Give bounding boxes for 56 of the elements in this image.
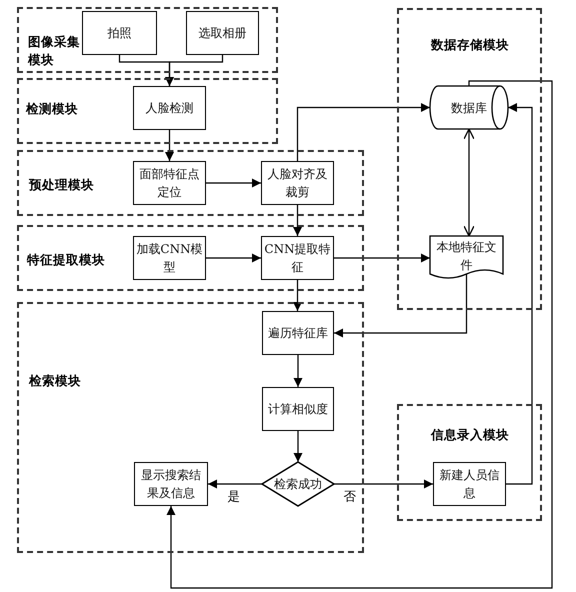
process-box <box>262 311 334 355</box>
module-title: 检测模块 <box>26 100 79 118</box>
node-text: 本地特征文件 <box>436 239 498 274</box>
arrow <box>166 80 553 589</box>
arrow <box>206 178 261 188</box>
decision-diamond <box>262 462 334 506</box>
module-title: 预处理模块 <box>29 176 95 194</box>
arrow <box>334 254 430 262</box>
node-text: 显示搜索结果及信息 <box>140 467 202 502</box>
process-box <box>133 161 206 205</box>
node-text: 新建人员信息 <box>438 467 500 502</box>
node-text: 检索成功 <box>273 476 323 493</box>
node-text: 数据库 <box>450 100 488 116</box>
module-title: 信息录入模块 <box>431 426 510 444</box>
module-group <box>17 7 278 73</box>
process-box <box>262 387 334 431</box>
process-box <box>133 86 206 130</box>
node-text: 选取相册 <box>198 25 248 42</box>
arrow <box>165 55 224 86</box>
database-cylinder <box>430 86 508 129</box>
node-text: 人脸检测 <box>144 100 194 117</box>
arrow <box>208 480 262 488</box>
module-title: 数据存储模块 <box>431 36 510 54</box>
arrow <box>206 254 261 262</box>
process-box <box>186 11 259 55</box>
module-group <box>17 150 364 216</box>
arrow <box>293 280 302 311</box>
node-text: CNN提取特征 <box>263 241 332 276</box>
node-text: 遍历特征库 <box>267 325 329 342</box>
arrow <box>506 103 533 485</box>
node-text: 计算相似度 <box>267 401 329 418</box>
process-box <box>134 462 208 506</box>
arrow <box>334 274 468 338</box>
edge-label: 是 <box>226 488 242 506</box>
module-group <box>397 8 542 310</box>
module-group <box>17 302 364 553</box>
process-box <box>261 161 334 205</box>
arrow <box>296 103 430 161</box>
arrow <box>294 355 302 387</box>
node-text: 人脸对齐及裁剪 <box>266 166 328 201</box>
arrow <box>293 205 302 236</box>
node-text: 面部特征点定位 <box>138 166 200 201</box>
arrow <box>463 128 475 237</box>
module-title: 检索模块 <box>29 372 82 390</box>
module-title: 图像采集模块 <box>28 33 81 68</box>
arrow <box>334 480 433 488</box>
process-box <box>82 11 157 55</box>
process-box <box>433 462 506 506</box>
module-group <box>17 78 278 144</box>
arrow <box>294 431 302 462</box>
arrow <box>165 130 174 161</box>
module-group <box>17 225 364 291</box>
node-text: 加载CNN模型 <box>135 241 204 276</box>
module-group <box>397 404 542 521</box>
module-title: 特征提取模块 <box>27 251 106 268</box>
node-text: 拍照 <box>106 25 132 42</box>
